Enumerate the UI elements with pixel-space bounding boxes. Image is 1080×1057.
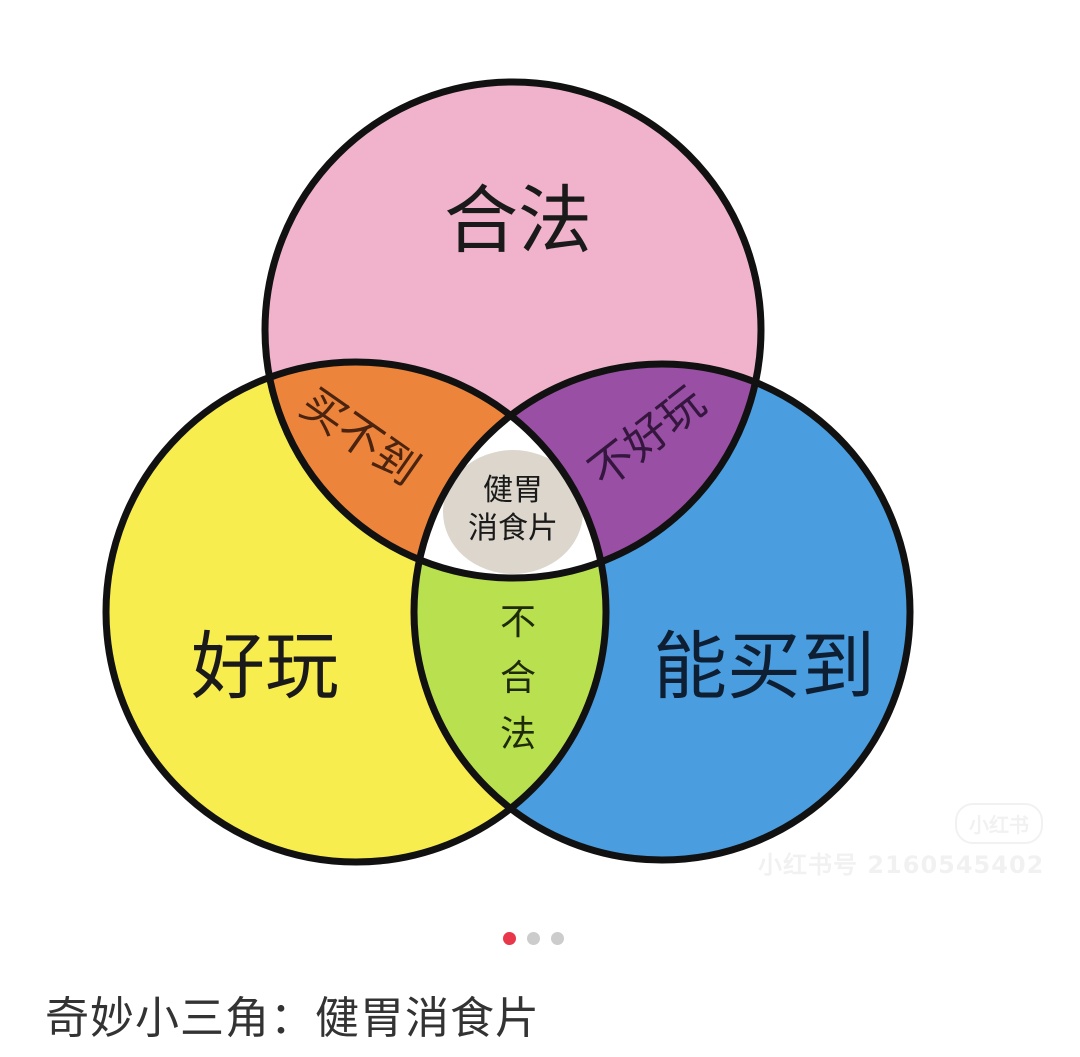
label-fun-buyable-char: 合 — [500, 658, 536, 699]
label-legal: 合法 — [444, 178, 592, 264]
watermark-id: 小红书号 2160545402 — [758, 851, 1045, 879]
label-buyable: 能买到 — [653, 624, 875, 710]
label-center-line1: 健胃 — [483, 473, 543, 508]
label-fun-buyable-char: 不 — [500, 602, 536, 643]
venn-diagram: 合法 好玩 能买到 买不到 不好玩 不 合 法 健胃 消食片 — [102, 78, 914, 866]
pill-image — [443, 450, 583, 574]
label-fun: 好玩 — [191, 624, 339, 710]
carousel-indicator — [503, 932, 564, 945]
label-center-line2: 消食片 — [468, 511, 558, 546]
post-title: 奇妙小三角：健胃消食片 — [45, 993, 540, 1044]
carousel-dot-2[interactable] — [527, 932, 540, 945]
watermark-badge: 小红书 — [955, 803, 1043, 844]
carousel-dot-3[interactable] — [551, 932, 564, 945]
label-fun-buyable-char: 法 — [500, 714, 536, 755]
carousel-dot-1[interactable] — [503, 932, 516, 945]
label-fun-buyable: 不 合 法 — [500, 602, 536, 755]
